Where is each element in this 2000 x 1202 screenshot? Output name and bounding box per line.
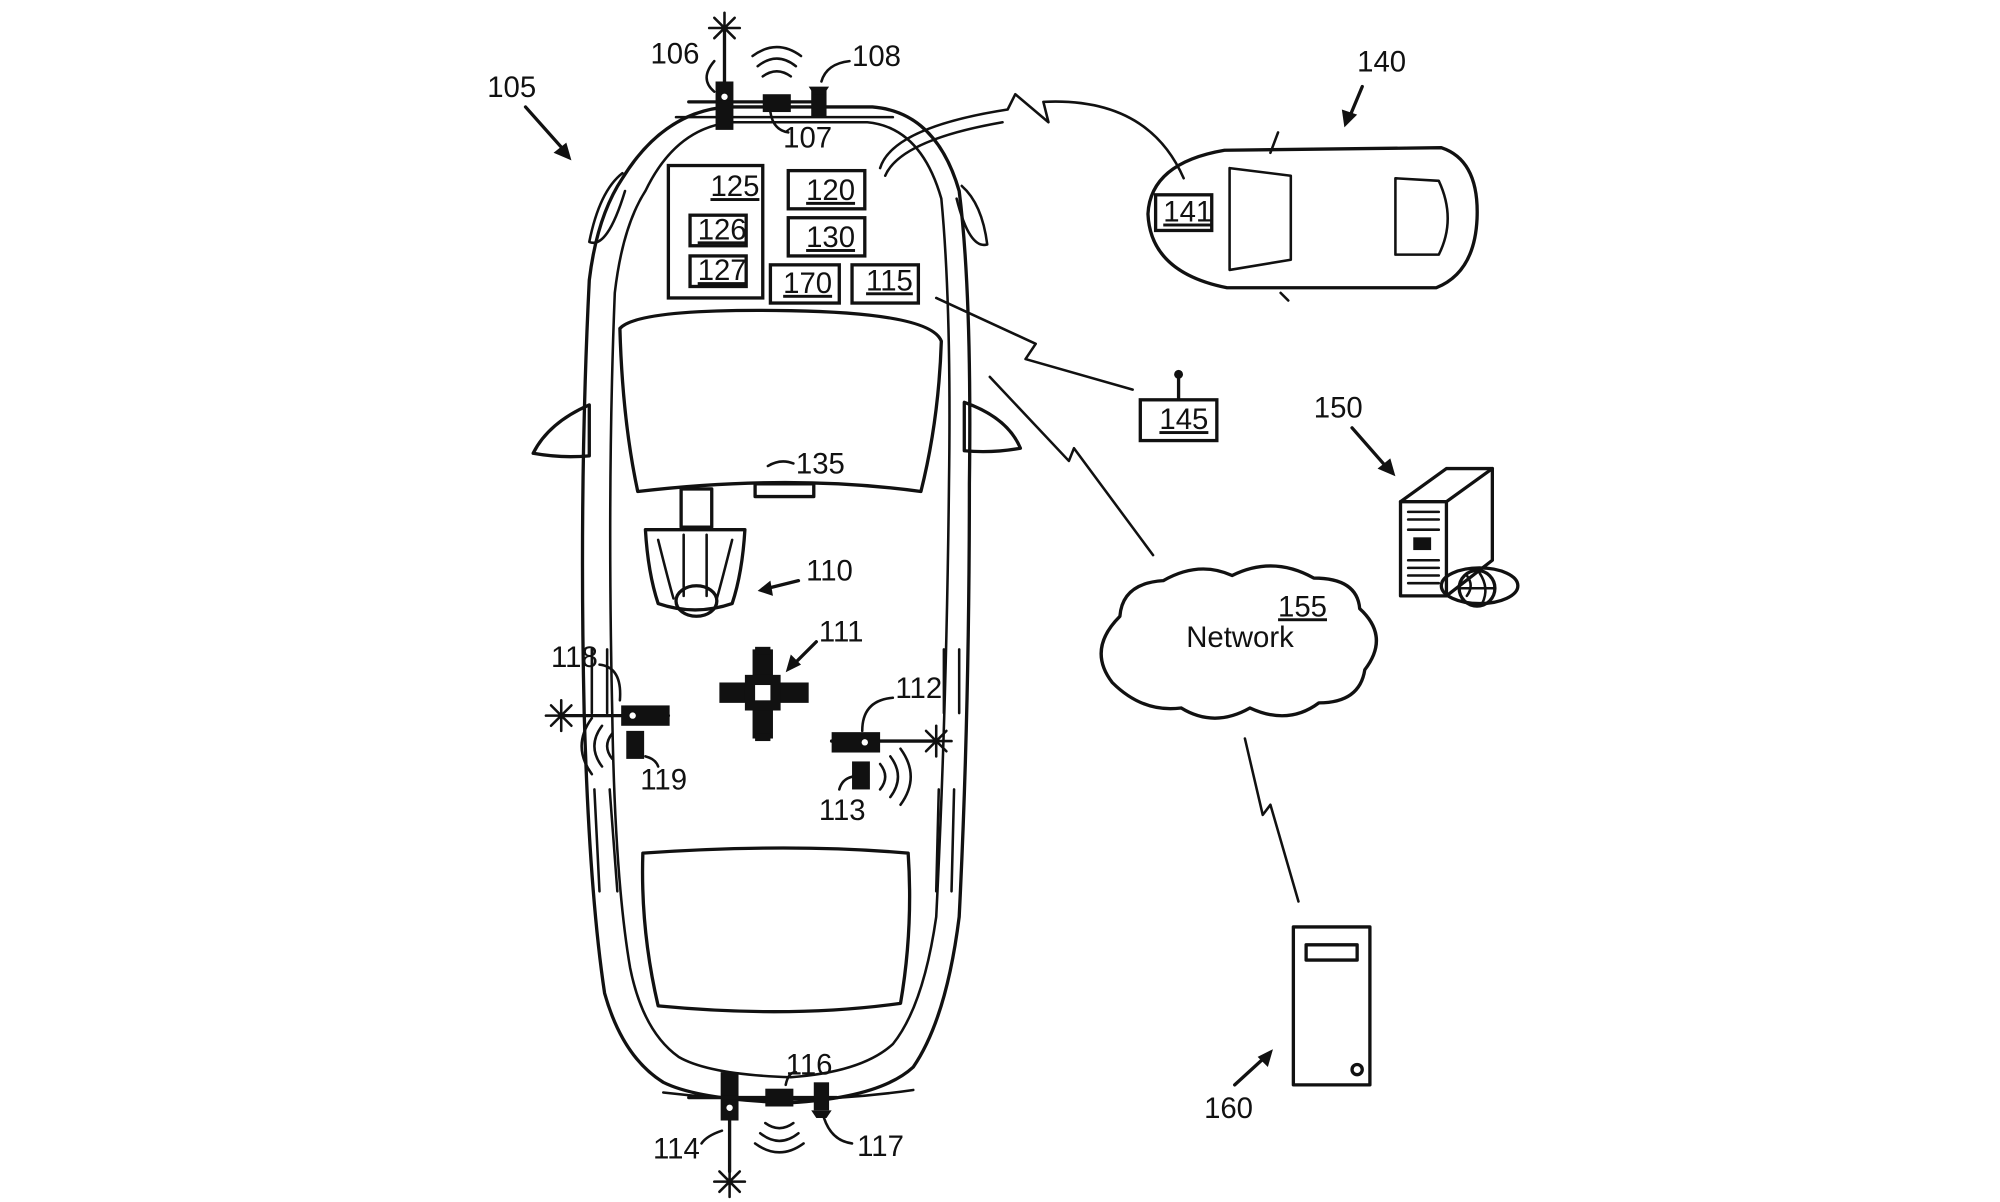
server-icon (1398, 466, 1520, 608)
vehicle-body (531, 105, 1023, 1105)
module-141-box (1153, 193, 1214, 233)
module-127-label: 127 (698, 254, 747, 287)
lidar-icon (707, 11, 742, 45)
vehicle-center-111 (719, 646, 809, 742)
module-125-label: 125 (710, 170, 759, 203)
label-150: 150 (1314, 392, 1363, 425)
lidar-icon (919, 724, 953, 758)
right-radar-113 (852, 761, 870, 790)
module-120-label: 120 (806, 174, 855, 207)
module-126-box (688, 213, 748, 248)
label-110: 110 (806, 555, 853, 588)
front-camera-108 (811, 89, 827, 118)
network-name: Network (1186, 621, 1294, 654)
module-120-box (786, 168, 867, 211)
lidar-icon (544, 699, 578, 733)
module-170-box (768, 263, 841, 305)
right-sensors (829, 696, 953, 807)
module-130-box (786, 216, 867, 258)
rear-camera-117 (813, 1082, 830, 1111)
label-108: 108 (852, 40, 901, 73)
front-radar-107 (762, 94, 791, 113)
front-sensors (687, 11, 851, 134)
label-114: 114 (653, 1133, 700, 1166)
left-sensors (544, 663, 671, 776)
label-160: 160 (1204, 1092, 1253, 1125)
module-126-label: 126 (698, 213, 747, 246)
network-ref-label: 155 (1278, 590, 1327, 623)
wireless-link-icon (878, 92, 1300, 903)
module-170-label: 170 (783, 267, 832, 300)
module-115-label: 115 (866, 264, 913, 297)
left-radar-119 (626, 730, 645, 759)
module-141-label: 141 (1163, 196, 1212, 229)
module-115-box (850, 263, 921, 305)
roadside-unit-145: 145 (1138, 369, 1219, 443)
roadside-unit-label: 145 (1159, 403, 1208, 436)
module-127-box (688, 254, 748, 289)
label-140: 140 (1357, 45, 1406, 78)
reference-labels: 105 106 107 108 135 110 111 118 119 112 … (487, 38, 1406, 1166)
cloud-icon: 155 Network (1099, 564, 1379, 720)
radar-wave-icon (878, 747, 912, 807)
label-119: 119 (640, 763, 687, 796)
label-135: 135 (796, 448, 845, 481)
radar-wave-icon (580, 716, 614, 776)
label-105: 105 (487, 71, 536, 104)
label-106: 106 (651, 38, 700, 71)
lidar-icon (713, 1165, 747, 1199)
module-130-label: 130 (806, 221, 855, 254)
label-116: 116 (786, 1049, 833, 1082)
other-vehicle-140: 141 (1146, 131, 1479, 302)
radar-wave-icon (753, 1121, 805, 1154)
seat-110 (643, 482, 816, 618)
radar-wave-icon (751, 45, 803, 78)
front-lidar-106 (715, 81, 734, 130)
left-lidar-118 (621, 705, 670, 726)
label-113: 113 (819, 794, 866, 827)
rear-radar-116 (765, 1088, 794, 1107)
label-118: 118 (551, 641, 598, 674)
label-112: 112 (895, 672, 942, 705)
label-117: 117 (857, 1130, 904, 1163)
leader-arrows (523, 84, 1396, 1087)
right-lidar-112 (831, 732, 881, 753)
label-111: 111 (819, 616, 864, 649)
ecu-boxes: 125 126 127 120 130 170 115 (666, 163, 921, 305)
label-107: 107 (783, 122, 832, 155)
tower-computer-icon (1291, 925, 1372, 1087)
rear-sensors (687, 1070, 854, 1199)
